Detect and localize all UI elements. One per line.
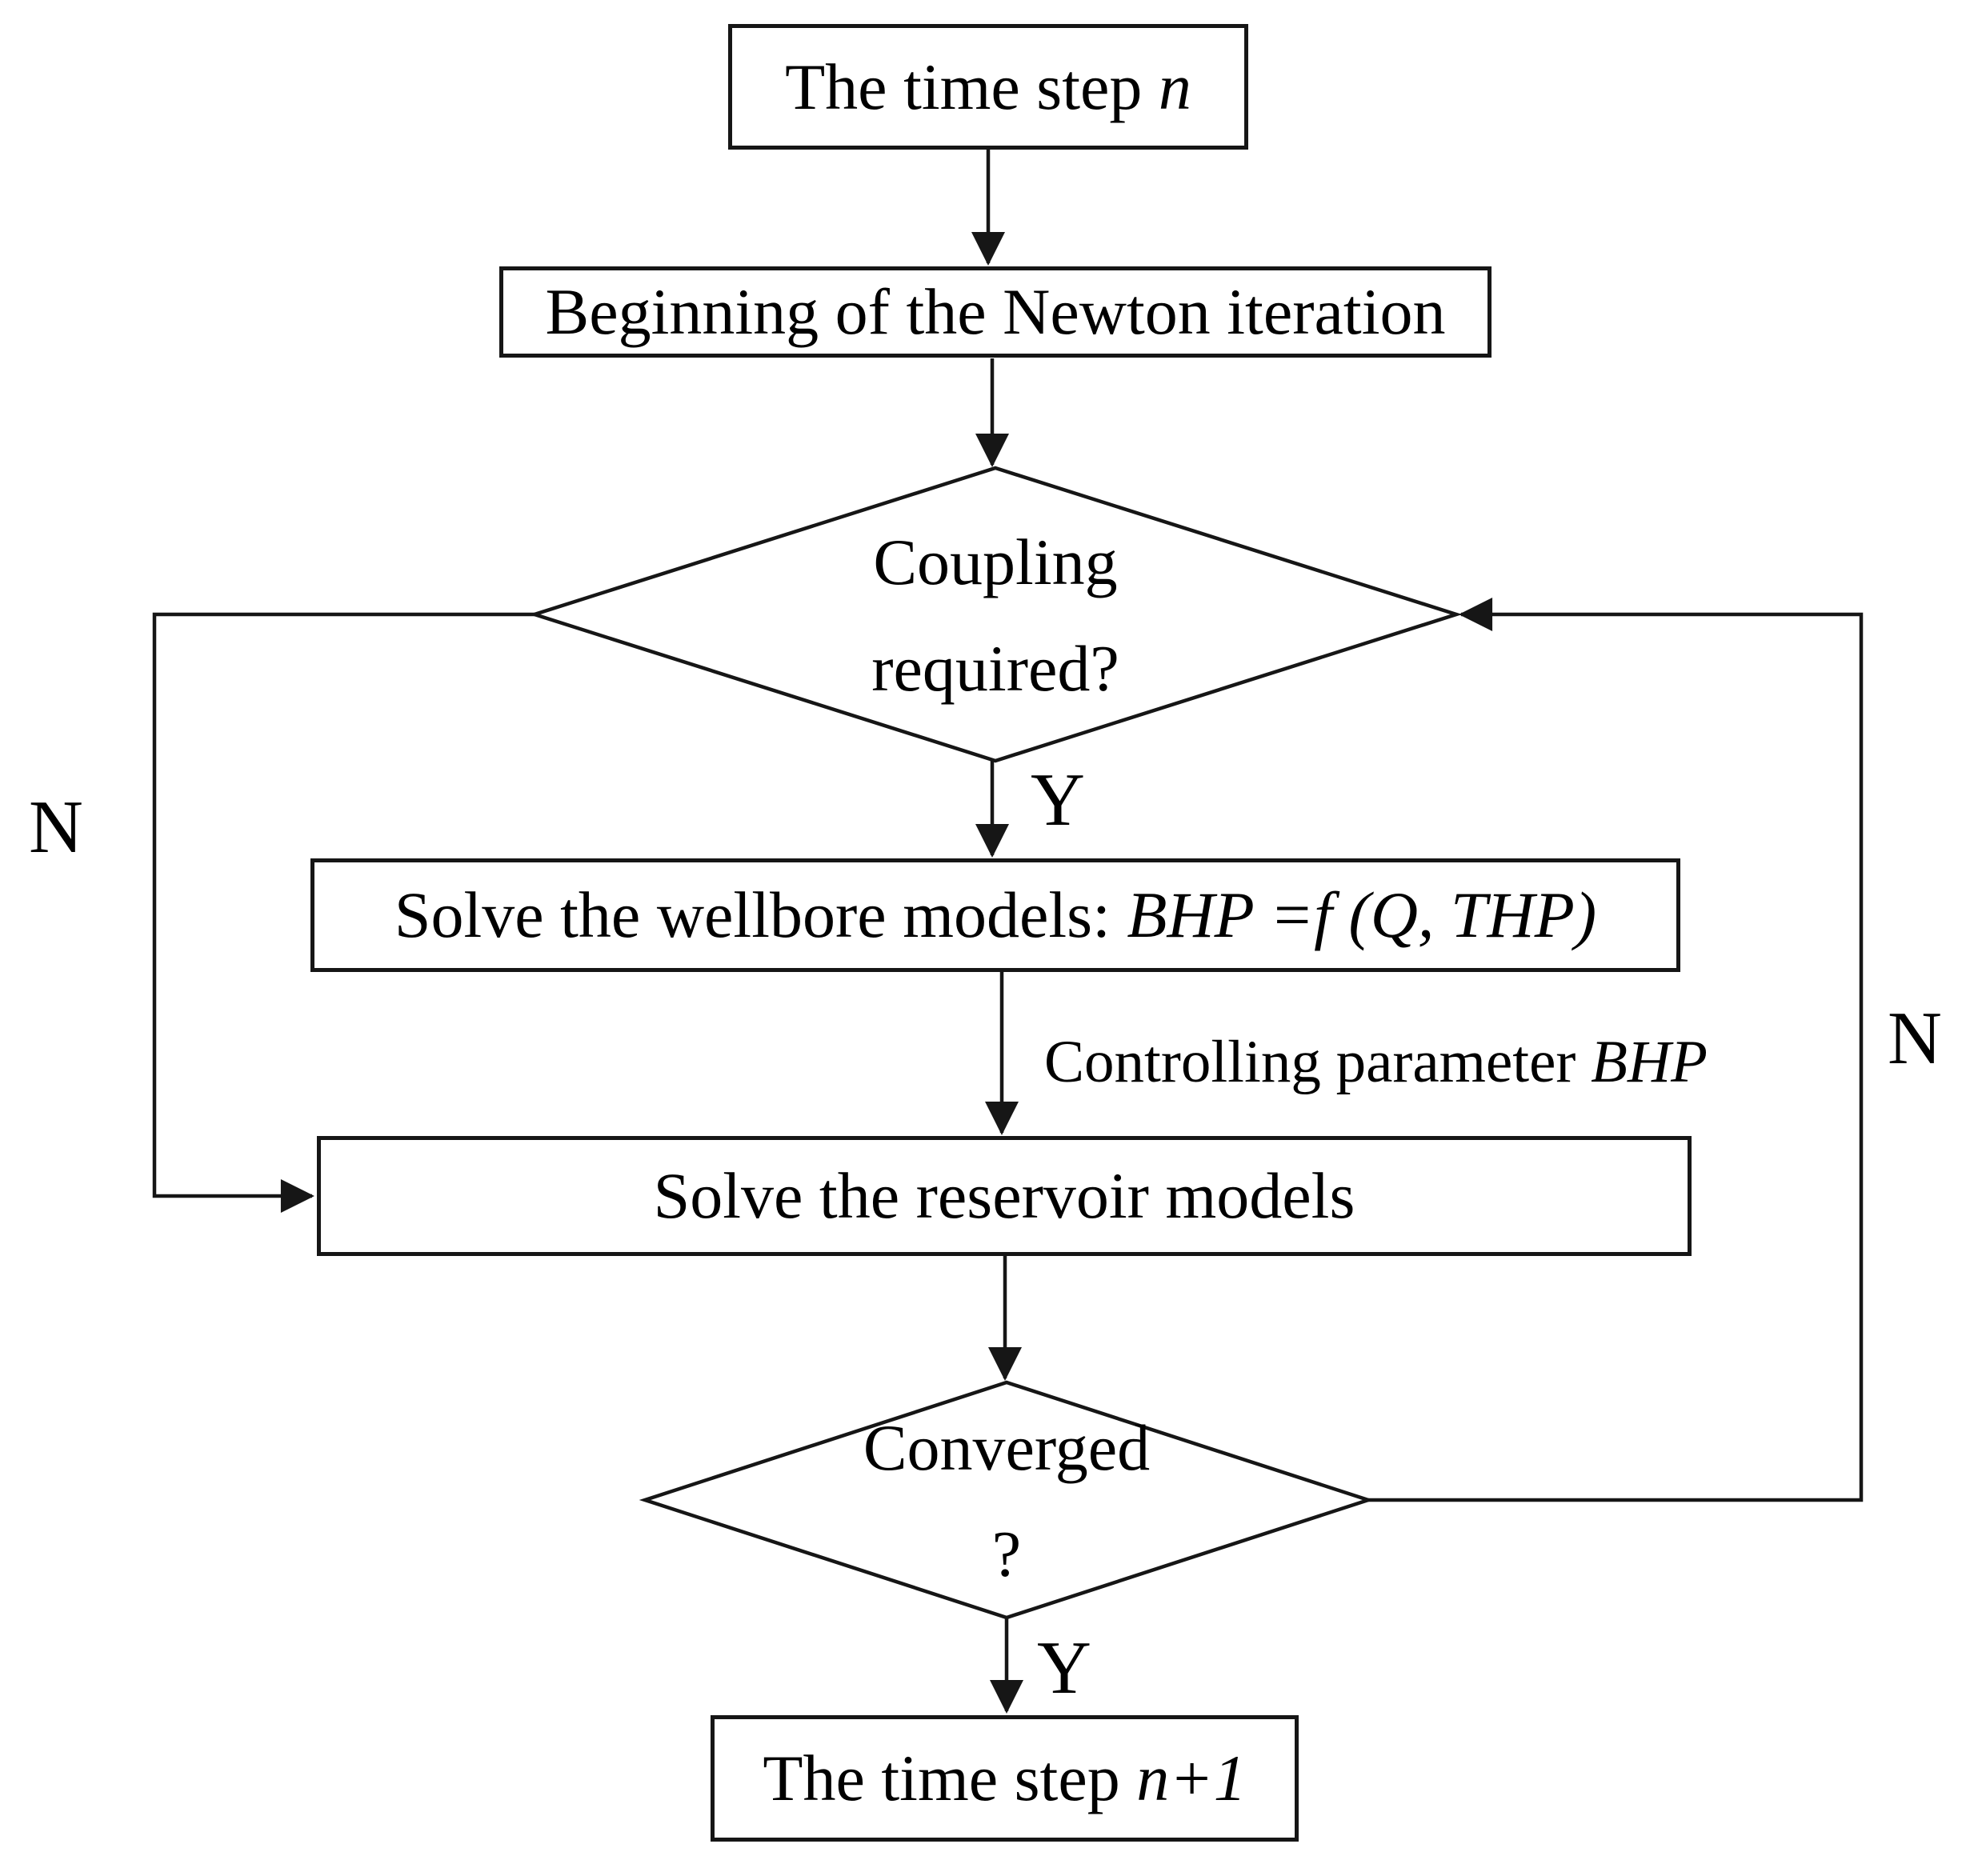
decision-coupling-line2: required?: [871, 632, 1119, 705]
node-solve-reservoir-label: Solve the reservoir models: [653, 1159, 1355, 1232]
controlling-parameter-var: BHP: [1591, 1028, 1708, 1095]
decision-converged-caption: Converged ?: [687, 1390, 1327, 1613]
label-converged-yes-text: Y: [1037, 1626, 1091, 1710]
node-solve-wellbore: Solve the wellbore models: BHP =f (Q, TH…: [310, 858, 1680, 972]
node-time-step-n: The time step n: [728, 24, 1248, 150]
node-solve-wellbore-text: Solve the wellbore models:: [394, 878, 1127, 951]
label-converged-no-text: N: [1888, 997, 1942, 1080]
decision-converged-line1: Converged: [863, 1411, 1151, 1485]
label-converged-yes: Y: [1024, 1630, 1104, 1706]
decision-coupling-line1: Coupling: [873, 526, 1118, 599]
label-coupling-no-text: N: [29, 786, 83, 869]
label-controlling-parameter: Controlling parameter BHP: [1044, 1030, 1708, 1094]
node-newton-iteration: Beginning of the Newton iteration: [499, 266, 1492, 358]
node-time-step-n-label: The time step n: [785, 54, 1191, 120]
no-branch-coupling-line: [152, 612, 535, 1213]
decision-converged-line2: ?: [991, 1518, 1022, 1590]
label-converged-no: N: [1871, 1000, 1959, 1077]
decision-converged: [639, 1380, 1375, 1620]
node-time-step-n1: The time step n+1: [711, 1715, 1299, 1842]
label-controlling-parameter-text: Controlling parameter BHP: [1044, 1032, 1708, 1092]
node-newton-iteration-label: Beginning of the Newton iteration: [545, 275, 1446, 348]
node-solve-reservoir: Solve the reservoir models: [317, 1136, 1692, 1256]
label-coupling-no: N: [16, 789, 96, 866]
label-coupling-yes: Y: [1018, 762, 1098, 838]
node-time-step-n-var: n: [1158, 50, 1191, 123]
node-time-step-n1-label: The time step n+1: [763, 1746, 1246, 1811]
no-branch-converged-line: [1368, 598, 1864, 1502]
node-time-step-n-text: The time step: [785, 50, 1159, 123]
node-time-step-n1-var: n+1: [1136, 1742, 1247, 1814]
controlling-parameter-prefix: Controlling parameter: [1044, 1028, 1592, 1095]
decision-coupling-required: [528, 466, 1463, 763]
node-solve-wellbore-formula: BHP =f (Q, THP): [1127, 878, 1597, 951]
decision-coupling-caption: Coupling required?: [675, 488, 1315, 744]
label-coupling-yes-text: Y: [1031, 758, 1085, 842]
node-solve-wellbore-label: Solve the wellbore models: BHP =f (Q, TH…: [394, 882, 1596, 948]
node-time-step-n1-text: The time step: [763, 1742, 1137, 1814]
